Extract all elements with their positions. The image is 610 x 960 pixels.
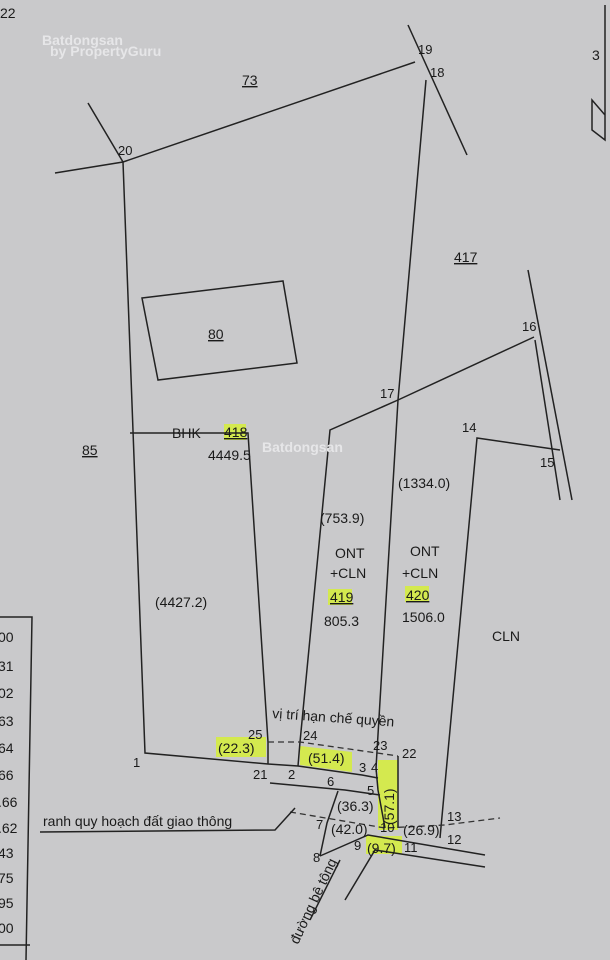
svg-text:20: 20 — [118, 143, 132, 158]
parcel-418: 418 — [224, 424, 248, 440]
svg-text:(42.0): (42.0) — [331, 821, 368, 837]
svg-text:ONT: ONT — [335, 545, 365, 561]
svg-text:(22.3): (22.3) — [218, 740, 255, 756]
svg-text:21: 21 — [253, 767, 267, 782]
svg-text:16: 16 — [522, 319, 536, 334]
highlight-51-4 — [300, 746, 352, 772]
svg-text:3: 3 — [359, 760, 366, 775]
svg-text:75: 75 — [0, 870, 14, 886]
parcel-bhk: BHK — [172, 425, 201, 441]
svg-text:23: 23 — [373, 738, 387, 753]
svg-text:ONT: ONT — [410, 543, 440, 559]
parcel-80: 80 — [208, 326, 224, 342]
svg-text:43: 43 — [0, 845, 14, 861]
svg-text:10: 10 — [380, 820, 394, 835]
svg-text:25: 25 — [248, 727, 262, 742]
svg-text:1: 1 — [133, 755, 140, 770]
parcel-420: 420 — [406, 587, 430, 603]
svg-text:.66: .66 — [0, 794, 18, 810]
svg-text:(51.4): (51.4) — [308, 750, 345, 766]
svg-text:13: 13 — [447, 809, 461, 824]
parcel-85: 85 — [82, 442, 98, 458]
svg-text:1506.0: 1506.0 — [402, 609, 445, 625]
svg-text:7: 7 — [316, 817, 323, 832]
highlight-57-1 — [378, 760, 398, 830]
svg-text:64: 64 — [0, 740, 14, 756]
svg-text:15: 15 — [540, 455, 554, 470]
svg-text:14: 14 — [462, 420, 476, 435]
parcel-73: 73 — [242, 72, 258, 88]
svg-text:Batdongsan: Batdongsan — [42, 32, 123, 48]
svg-text:22: 22 — [402, 746, 416, 761]
svg-text:19: 19 — [418, 42, 432, 57]
point-labels: 1 2 3 4 5 6 7 8 9 10 11 12 13 14 15 16 1… — [118, 42, 554, 865]
svg-text:31: 31 — [0, 658, 14, 674]
svg-text:(36.3): (36.3) — [337, 798, 374, 814]
svg-text:by PropertyGuru: by PropertyGuru — [50, 43, 161, 59]
area-1334: (1334.0) — [398, 475, 450, 491]
left-table: 00 31 02 63 64 66 .66 .62 43 75 95 00 — [0, 629, 18, 936]
parcel-419: 419 — [330, 589, 354, 605]
sub-area-labels: (22.3) (51.4) (57.1) (36.3) (42.0) (26.9… — [218, 740, 440, 856]
highlight-418 — [224, 424, 246, 440]
svg-text:9: 9 — [354, 838, 361, 853]
svg-text:(26.9): (26.9) — [403, 822, 440, 838]
svg-text:17: 17 — [380, 386, 394, 401]
svg-text:(57.1): (57.1) — [381, 788, 397, 825]
svg-text:24: 24 — [303, 728, 317, 743]
boundary-lines — [0, 5, 606, 960]
highlight-22-3 — [216, 737, 266, 757]
svg-text:Batdongsan: Batdongsan — [262, 439, 343, 455]
svg-text:4: 4 — [371, 760, 378, 775]
svg-text:00: 00 — [0, 920, 14, 936]
svg-text:6: 6 — [327, 774, 334, 789]
svg-text:8: 8 — [313, 850, 320, 865]
svg-text:63: 63 — [0, 713, 14, 729]
svg-text:5: 5 — [367, 783, 374, 798]
parcel-417: 417 — [454, 249, 478, 265]
road-label: đường bê tông — [286, 856, 340, 947]
highlight-419 — [328, 589, 352, 605]
svg-text:2: 2 — [288, 767, 295, 782]
corner-label: 22 — [0, 5, 16, 21]
watermark-logo: Batdongsan by PropertyGuru Batdongsan — [42, 32, 343, 455]
svg-text:12: 12 — [447, 832, 461, 847]
svg-text:+CLN: +CLN — [330, 565, 366, 581]
planning-boundary-label: ranh quy hoạch đất giao thông — [43, 813, 232, 829]
svg-text:95: 95 — [0, 895, 14, 911]
svg-text:(9.7): (9.7) — [367, 840, 396, 856]
area-753: (753.9) — [320, 510, 364, 526]
svg-text:805.3: 805.3 — [324, 613, 359, 629]
svg-text:66: 66 — [0, 767, 14, 783]
restricted-area-label: vị trí hạn chế quyền — [272, 705, 395, 729]
svg-text:02: 02 — [0, 685, 14, 701]
north-arrow-digit: 3 — [592, 47, 600, 63]
area-4427: (4427.2) — [155, 594, 207, 610]
svg-text:11: 11 — [404, 840, 418, 855]
highlight-420 — [405, 586, 429, 602]
parcel-labels: 73 417 80 85 BHK 418 4449.5 (4427.2) (75… — [82, 72, 520, 644]
svg-text:00: 00 — [0, 629, 14, 645]
svg-text:.62: .62 — [0, 820, 18, 836]
area-418: 4449.5 — [208, 447, 251, 463]
svg-text:+CLN: +CLN — [402, 565, 438, 581]
svg-text:18: 18 — [430, 65, 444, 80]
svg-text:CLN: CLN — [492, 628, 520, 644]
